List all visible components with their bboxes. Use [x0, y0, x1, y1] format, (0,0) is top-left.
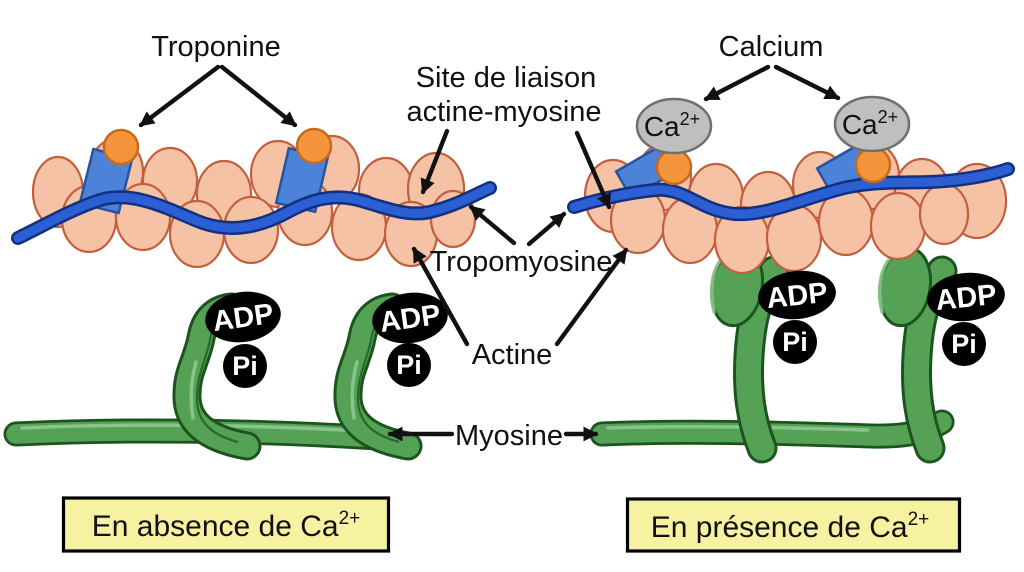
troponine-arrow [219, 64, 298, 128]
pi-label: Pi [782, 327, 808, 357]
calcium-label: Calcium [719, 31, 824, 63]
binding-site-label-line2: actine-myosine [406, 96, 601, 128]
myosin-head-highlight [350, 360, 359, 420]
caption-right-text: En présence de Ca2+ [651, 509, 930, 544]
tropomyosine-arrow [526, 211, 567, 247]
pi-label: Pi [396, 350, 422, 380]
caption-left: En absence de Ca2+ [61, 496, 391, 553]
calcium-ion-label: Ca2+ [842, 107, 898, 140]
adp-badge: ADP [205, 291, 281, 343]
troponin-head [295, 127, 333, 165]
actine-arrow [411, 246, 470, 347]
myosin-head-highlight [877, 256, 892, 314]
calcium-ion: Ca2+ [635, 97, 713, 155]
tropomyosin-left [11, 181, 497, 245]
binding-site-arrow [574, 130, 612, 210]
calcium-ion-label: Ca2+ [644, 109, 700, 142]
adp-badge: ADP [758, 270, 836, 320]
tropomyosine-label: Tropomyosine [430, 246, 613, 278]
adp-label: ADP [934, 279, 998, 317]
calcium-arrow [703, 64, 771, 102]
pi-label: Pi [232, 351, 258, 381]
caption-right: En présence de Ca2+ [625, 497, 962, 553]
calcium-arrow [773, 64, 841, 101]
pi-badge: Pi [387, 343, 431, 387]
troponin-head [655, 148, 693, 186]
myosin-head-highlight [709, 256, 724, 314]
myosin-head-highlight [189, 360, 198, 420]
calcium-ion: Ca2+ [833, 95, 911, 153]
troponine-arrow [138, 64, 221, 128]
caption-left-text: En absence de Ca2+ [92, 508, 361, 543]
pi-badge: Pi [223, 344, 267, 388]
troponin-head [102, 128, 140, 166]
pi-badge: Pi [942, 322, 986, 366]
annotations: Troponine Calcium Site de liaison actine… [138, 31, 841, 452]
actine-label: Actine [472, 339, 553, 371]
pi-badge: Pi [773, 320, 817, 364]
actin-subunit [869, 191, 927, 261]
troponine-label: Troponine [151, 31, 281, 63]
adp-badge: ADP [927, 272, 1005, 322]
right-diagram: Ca2+ Ca2+ ADP Pi ADP Pi [567, 95, 1015, 464]
myosin-left [3, 292, 423, 461]
left-diagram: ADP Pi ADP Pi [3, 127, 497, 461]
adp-badge: ADP [372, 292, 448, 344]
actin-subunit [918, 182, 970, 246]
actine-arrow [554, 247, 629, 347]
pi-label: Pi [951, 329, 977, 359]
myosin-head [336, 295, 420, 458]
troponin-head [854, 146, 892, 184]
myosine-label: Myosine [455, 420, 563, 452]
tropomyosin-right [567, 162, 1015, 222]
binding-site-arrow [420, 128, 450, 195]
binding-site-label-line1: Site de liaison [416, 62, 597, 94]
tropomyosine-arrow [468, 204, 517, 246]
myosin-right [589, 246, 958, 464]
adp-label: ADP [765, 277, 829, 315]
